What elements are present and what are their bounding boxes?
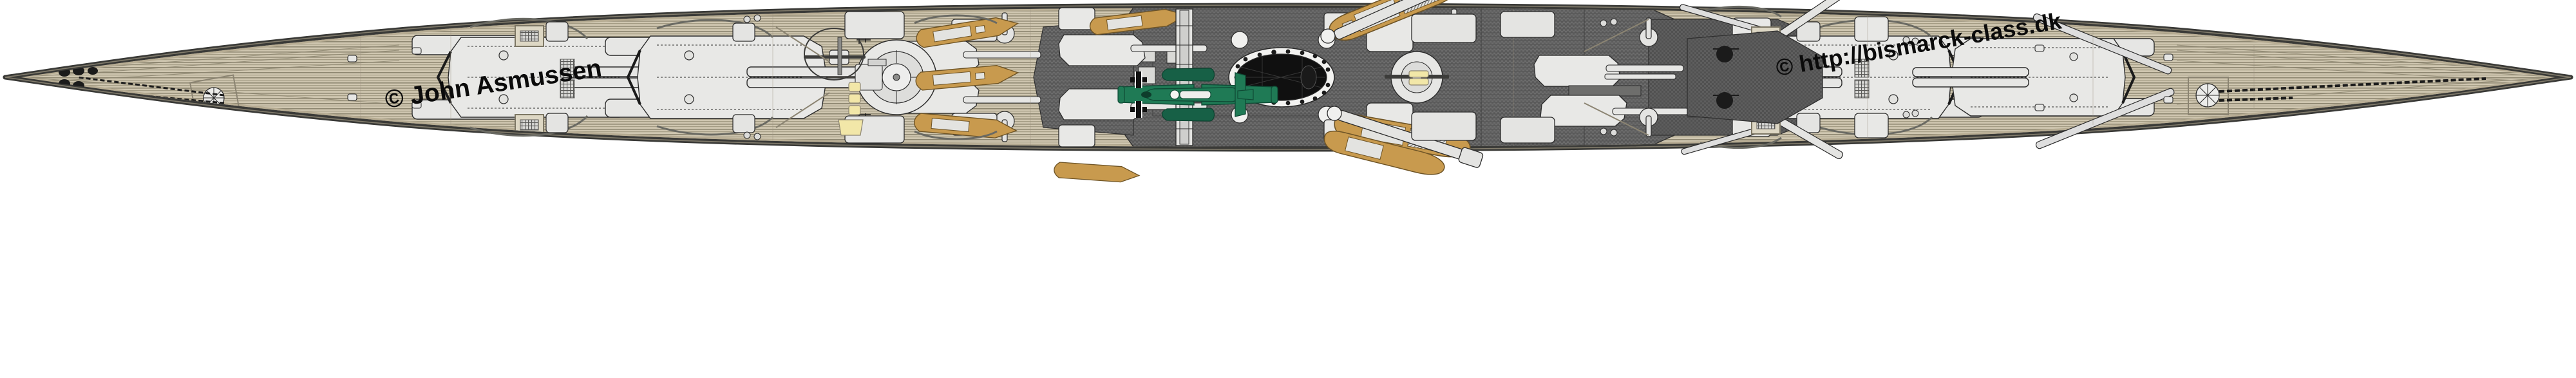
boat: [916, 17, 1019, 48]
boat: [915, 65, 1019, 91]
boat: [1323, 130, 1445, 175]
bridge-tower: [855, 39, 937, 115]
foremast: [804, 28, 866, 80]
aft-aa-platform: [1687, 30, 1823, 124]
anchor-capstan: [2188, 77, 2229, 115]
main-battery: [412, 17, 2155, 137]
boat: [914, 113, 1018, 138]
turret-caesar: [1720, 19, 1984, 136]
turret-bruno: [605, 19, 867, 136]
yellow-deck-marking: [838, 70, 1429, 136]
turret-dora: [1912, 38, 2155, 117]
boat: [1089, 8, 1188, 35]
cranes-and-catapult: [914, 0, 2175, 168]
bollard: [347, 44, 2174, 111]
arado-ar196-floatplane: [1117, 68, 1278, 122]
boat: [1054, 162, 1141, 183]
midship-structures: [1411, 11, 1823, 144]
secondary-turret-p3: [1533, 55, 1684, 97]
